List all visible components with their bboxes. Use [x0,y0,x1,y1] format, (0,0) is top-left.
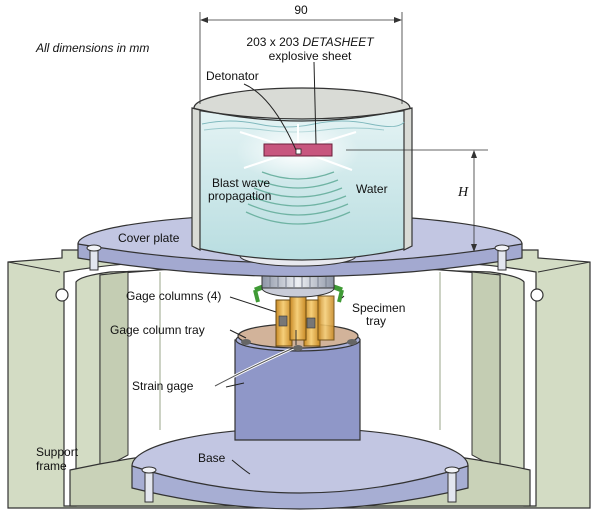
dimension-note: All dimensions in mm [35,41,149,55]
base-label: Base [198,451,226,465]
specimen-label-line1: Specimen [352,301,405,315]
specimen-label-line2: tray [366,314,386,328]
gage-columns [275,295,335,347]
blast-label-line2: propagation [208,189,271,203]
detonator [295,148,302,155]
support-label-line2: frame [36,459,67,473]
strain-gage-label: Strain gage [132,379,194,393]
water-tank [191,87,413,261]
gage-tray-label: Gage column tray [110,323,205,337]
sheet-size: 203 x 203 [246,35,302,49]
leader-lines [225,61,345,475]
sheet-label-line2: explosive sheet [269,49,352,63]
sheet-brand: DETASHEET [302,35,375,49]
height-label: H [457,185,469,200]
width-dimension: 90 [199,3,403,104]
detonator-label: Detonator [206,69,259,83]
gage-columns-label: Gage columns (4) [126,289,221,303]
base-plate [131,427,469,510]
height-dimension: H [346,149,488,252]
dimension-width-label: 90 [294,3,308,17]
support-label-line1: Support [36,445,79,459]
cover-plate-label: Cover plate [118,231,180,245]
sheet-label-line1: 203 x 203 DETASHEET [246,35,375,49]
blast-label-line1: Blast wave [212,176,270,190]
water-label: Water [356,182,388,196]
